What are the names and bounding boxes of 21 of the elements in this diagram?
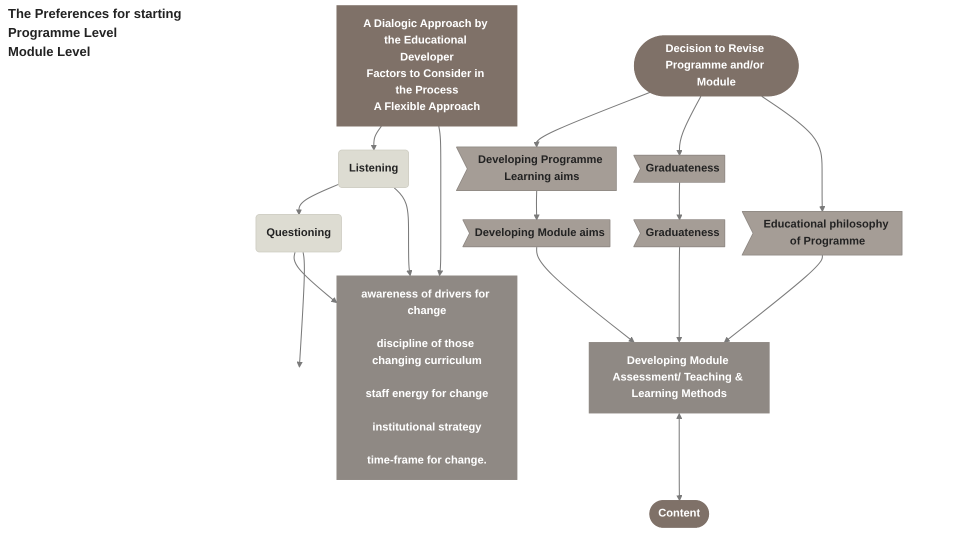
arrow bbox=[533, 92, 650, 148]
arrow bbox=[534, 190, 540, 220]
arrow bbox=[676, 413, 682, 502]
arrow bbox=[676, 182, 682, 220]
level-label: Programme Level bbox=[8, 25, 118, 40]
arrow bbox=[294, 252, 338, 304]
arrow bbox=[536, 247, 635, 343]
level-label: Module Level bbox=[8, 44, 92, 59]
arrow bbox=[761, 96, 826, 212]
arrow bbox=[296, 184, 340, 216]
node-box: Developing Module Assessment/ Teaching & Learning Methods bbox=[588, 342, 770, 414]
arrow bbox=[394, 187, 412, 276]
level-label: The Preferences for starting bbox=[8, 6, 182, 21]
arrow bbox=[296, 252, 305, 368]
arrow bbox=[676, 96, 702, 156]
arrow bbox=[370, 126, 382, 151]
arrow bbox=[676, 247, 682, 343]
arrow bbox=[724, 255, 823, 343]
node-box: awareness of drivers for change discipline of those changing curriculum staff energy for change institutional strategy time-frame for change. bbox=[336, 276, 518, 480]
node-box: A Dialogic Approach by the Educational Developer Factors to Consider in the Process A Flexible Approach bbox=[336, 5, 518, 126]
arrow bbox=[437, 126, 444, 276]
